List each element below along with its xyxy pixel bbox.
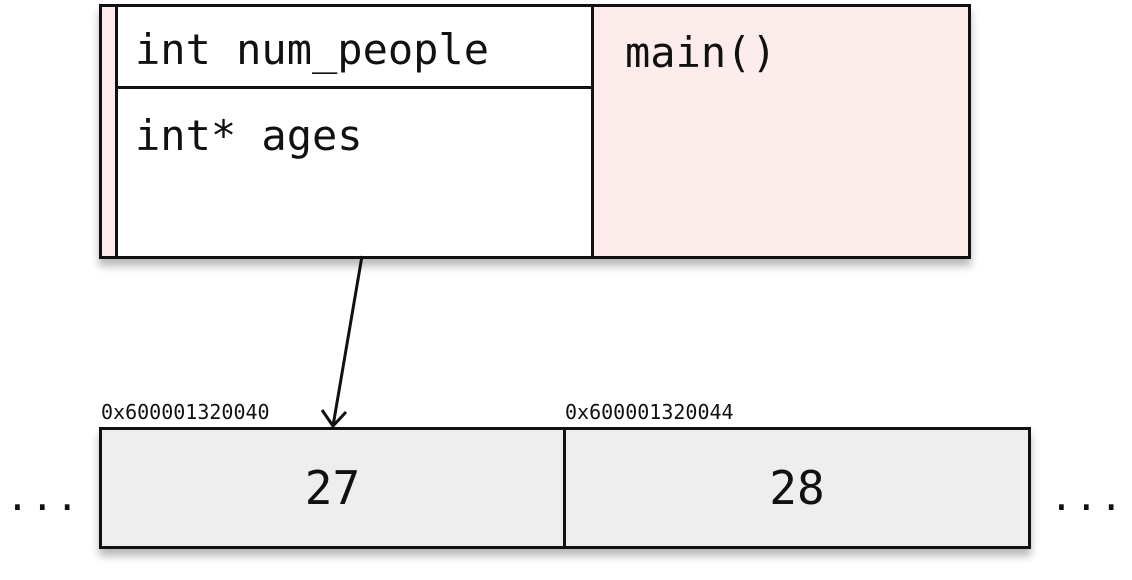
variable-num-people: int num_people <box>118 7 591 89</box>
array-cell-1: 28 <box>769 461 825 515</box>
pointer-arrow-shaft <box>331 255 364 427</box>
frame-function-name: main() <box>625 28 777 77</box>
trailing-ellipsis: ... <box>1050 475 1125 519</box>
stack-frame-main: int num_people int* ages main() <box>99 4 971 259</box>
pointer-arrow-head <box>320 409 348 429</box>
array-cell-0: 27 <box>102 430 566 546</box>
variable-ages: int* ages <box>135 111 363 160</box>
address-label-0: 0x600001320040 <box>101 400 270 424</box>
heap-array: 27 28 <box>99 427 1031 549</box>
frame-variables: int num_people int* ages <box>118 7 594 256</box>
address-label-1: 0x600001320044 <box>565 400 734 424</box>
frame-left-rule <box>115 7 118 256</box>
leading-ellipsis: ... <box>6 475 81 519</box>
